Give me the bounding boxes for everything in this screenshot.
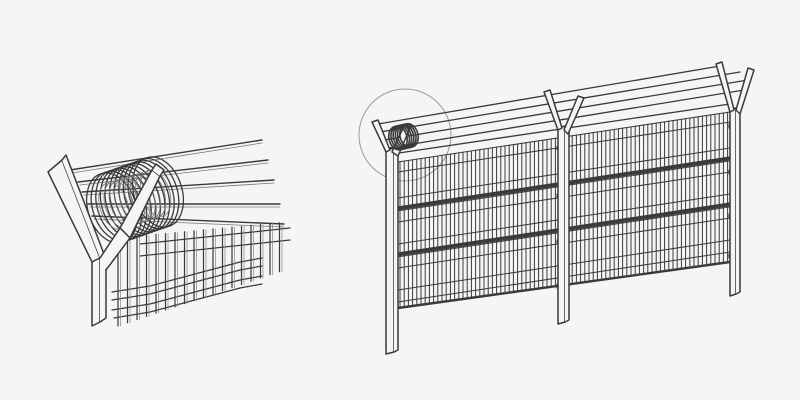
barbed-wire	[71, 142, 263, 174]
barbed-wire	[69, 139, 263, 171]
barbed-wire	[383, 79, 749, 141]
y-post-detail	[47, 154, 165, 327]
barbed-wire	[83, 182, 275, 196]
mesh-rail	[139, 227, 291, 245]
barbed-wire	[91, 215, 285, 225]
barbed-wire	[379, 71, 741, 133]
overview	[358, 61, 755, 355]
magnifier-circle	[358, 88, 452, 182]
razor-coil-inner	[129, 172, 161, 221]
razor-coil-inner	[124, 174, 156, 222]
mesh-panel-detail	[111, 222, 291, 327]
mesh-rail	[113, 283, 263, 319]
barbed-wire	[387, 89, 745, 149]
razor-coil-overview	[387, 122, 420, 151]
razor-coil-loop	[398, 122, 420, 149]
detail-view	[47, 139, 291, 327]
barbed-wire	[77, 159, 269, 183]
mesh-rail	[139, 239, 291, 257]
